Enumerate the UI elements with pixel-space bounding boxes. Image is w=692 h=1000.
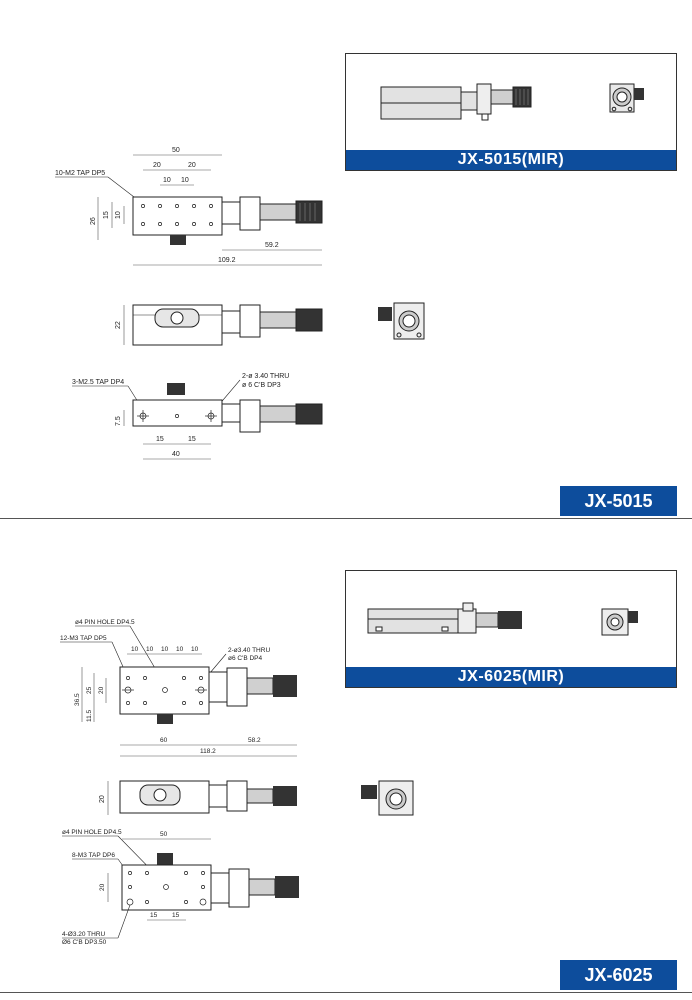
dim-10d: 10	[176, 646, 184, 653]
model-label: JX-6025	[560, 960, 677, 990]
mir-preview-frame: JX-5015(MIR)	[345, 53, 677, 171]
dim-25: 25	[86, 686, 93, 694]
top-view-drawing: ø4 PIN HOLE DP4.5 12-M3 TAP DP5 2-ø3.40 …	[60, 619, 297, 757]
tap-note: 12-M3 TAP DP5	[60, 635, 107, 642]
dim-36-5: 36.5	[74, 693, 81, 706]
pin-note: ø4 PIN HOLE DP4.5	[62, 829, 122, 836]
dim-58-2: 58.2	[248, 737, 261, 744]
thru-note-2: Ø6 C'B DP3.50	[62, 939, 107, 946]
mir-label: JX-5015(MIR)	[346, 150, 676, 170]
dim-pitch-10b: 10	[181, 177, 189, 184]
dim-7-5: 7.5	[115, 416, 122, 426]
dim-pitch-20b: 20	[188, 162, 196, 169]
dim-20: 20	[98, 686, 105, 694]
mir-preview-drawing	[367, 602, 638, 636]
section-jx-5015: JX-5015(MIR) 50 20 20 10 10 10-M2 TAP DP…	[55, 53, 677, 516]
end-view-drawing	[378, 302, 425, 340]
dim-15: 15	[103, 211, 110, 219]
dim-10b: 10	[146, 646, 154, 653]
dim-118-2: 118.2	[200, 748, 216, 755]
bottom-view-drawing: ø4 PIN HOLE DP4.5 50 8-M3 TAP DP6 20	[62, 829, 299, 946]
side-view-drawing: 20	[99, 780, 297, 815]
dim-height-26: 26	[90, 217, 97, 225]
dim-59-2: 59.2	[265, 242, 279, 249]
dim-10: 10	[115, 211, 122, 219]
dim-60: 60	[160, 737, 168, 744]
tap-note: 8-M3 TAP DP6	[72, 852, 115, 859]
bottom-view-drawing: 3-M2.5 TAP DP4 2-ø 3.40 THRU ø 6 C'B DP3…	[72, 373, 323, 460]
mir-label: JX-6025(MIR)	[346, 667, 676, 687]
model-label: JX-5015	[560, 486, 677, 516]
end-view-drawing	[361, 780, 414, 816]
dim-10c: 10	[161, 646, 169, 653]
dim-pitch-10a: 10	[163, 177, 171, 184]
dim-10e: 10	[191, 646, 199, 653]
top-view-drawing: 50 20 20 10 10 10-M2 TAP DP5	[55, 147, 323, 266]
mir-preview-frame: JX-6025(MIR)	[345, 570, 677, 688]
dim-40: 40	[172, 451, 180, 458]
section-divider	[0, 518, 692, 519]
pin-note: ø4 PIN HOLE DP4.5	[75, 619, 135, 626]
dim-pitch-20a: 20	[153, 162, 161, 169]
dim-20: 20	[99, 883, 106, 891]
thru-note-1: 4-Ø3.20 THRU	[62, 931, 106, 938]
thru-note-2: ø 6 C'B DP3	[242, 382, 281, 389]
dim-15a: 15	[156, 436, 164, 443]
mir-preview-drawing	[380, 83, 644, 121]
thru-note-1: 2-ø3.40 THRU	[228, 647, 270, 654]
page-bottom-rule	[0, 992, 692, 993]
dim-10a: 10	[131, 646, 139, 653]
dim-15b: 15	[188, 436, 196, 443]
dim-50: 50	[160, 831, 168, 838]
dim-15a: 15	[150, 912, 158, 919]
side-view-drawing: 22	[115, 304, 323, 346]
dim-15b: 15	[172, 912, 180, 919]
dim-109-2: 109.2	[218, 257, 236, 264]
section-jx-6025: JX-6025(MIR) ø4 PIN HOLE DP4.5 12-M3 TAP…	[0, 520, 692, 1000]
dim-11-5: 11.5	[86, 709, 93, 722]
bottom-tap-note: 3-M2.5 TAP DP4	[72, 379, 124, 386]
thru-note-1: 2-ø 3.40 THRU	[242, 373, 289, 380]
dim-side-height-22: 22	[115, 321, 122, 329]
dim-side-height-20: 20	[99, 795, 106, 803]
dim-width-50: 50	[172, 147, 180, 154]
thru-note-2: ø6 C'B DP4	[228, 655, 262, 662]
tap-note: 10-M2 TAP DP5	[55, 170, 105, 177]
